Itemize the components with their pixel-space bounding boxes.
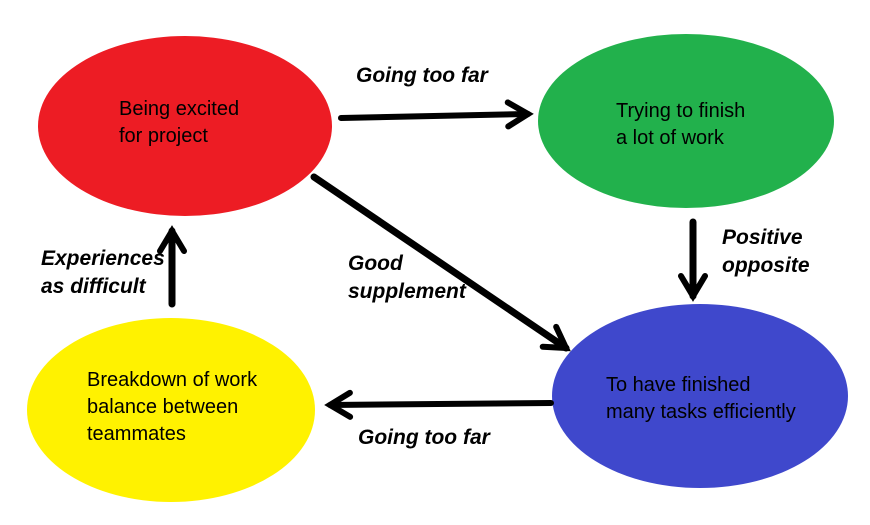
edge-label-green-to-blue-line2: opposite — [722, 254, 810, 277]
edge-label-yellow-to-red: Experiences as difficult — [41, 245, 165, 301]
node-blue-label: To have finished many tasks efficiently — [606, 372, 796, 426]
node-green-label: Trying to finish a lot of work — [616, 98, 745, 152]
edge-label-blue-to-yellow-text: Going too far — [358, 426, 490, 449]
node-red-label-line1: Being excited — [119, 98, 240, 120]
edge-label-red-to-blue-line1: Good — [348, 252, 403, 275]
edge-label-green-to-blue: Positive opposite — [722, 224, 810, 280]
arrow-blue-to-yellow — [324, 389, 554, 420]
arrow-red-to-blue — [310, 173, 571, 352]
node-green-label-line1: Trying to finish — [616, 100, 746, 122]
edge-label-red-to-blue: Good supplement — [348, 250, 466, 306]
edge-label-yellow-to-red-line2: as difficult — [41, 275, 146, 298]
arrow-red-to-green — [338, 99, 534, 130]
node-blue-label-line1: To have finished — [606, 374, 751, 396]
node-green-label-line2: a lot of work — [616, 127, 724, 149]
node-red-ellipse — [38, 36, 332, 216]
node-blue-label-line2: many tasks efficiently — [606, 401, 796, 423]
edge-label-red-to-green-text: Going too far — [356, 64, 488, 87]
node-yellow-label: Breakdown of work balance between teamma… — [87, 367, 257, 448]
node-yellow-ellipse — [27, 318, 315, 502]
edge-label-blue-to-yellow: Going too far — [358, 424, 490, 452]
edge-label-red-to-blue-line2: supplement — [348, 280, 466, 303]
edge-label-red-to-green: Going too far — [356, 62, 488, 90]
node-yellow-label-line2: balance between — [87, 396, 239, 418]
node-green-ellipse — [538, 34, 834, 208]
node-yellow-label-line1: Breakdown of work — [87, 369, 258, 391]
node-yellow-label-line3: teammates — [87, 423, 186, 445]
node-red-label: Being excited for project — [119, 96, 239, 150]
edge-label-green-to-blue-line1: Positive — [722, 226, 803, 249]
edge-label-yellow-to-red-line1: Experiences — [41, 247, 165, 270]
node-blue-ellipse — [552, 304, 848, 488]
node-red-label-line2: for project — [119, 125, 208, 147]
